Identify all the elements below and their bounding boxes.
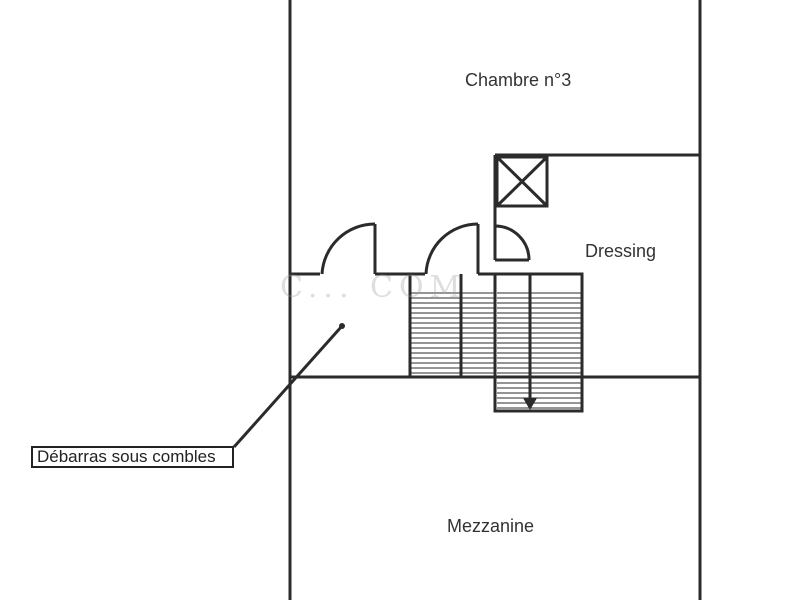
door-swing-3	[494, 224, 531, 261]
room-label-dressing: Dressing	[585, 241, 657, 261]
callout-label-debarras: Débarras sous combles	[31, 446, 234, 468]
door-swing-1	[320, 222, 376, 275]
callout-dot	[339, 323, 345, 329]
stair-arrow-icon	[523, 398, 537, 410]
duct-box	[495, 155, 549, 208]
door-swing-2	[424, 222, 479, 275]
watermark-text: C... COM	[280, 270, 467, 305]
stair-treads	[497, 292, 581, 409]
duct-cross-2	[495, 155, 549, 208]
room-label-chambre: Chambre n°3	[465, 70, 572, 90]
callout-leader	[232, 325, 344, 448]
room-label-mezzanine: Mezzanine	[447, 516, 535, 536]
closet-shelves	[410, 292, 495, 374]
